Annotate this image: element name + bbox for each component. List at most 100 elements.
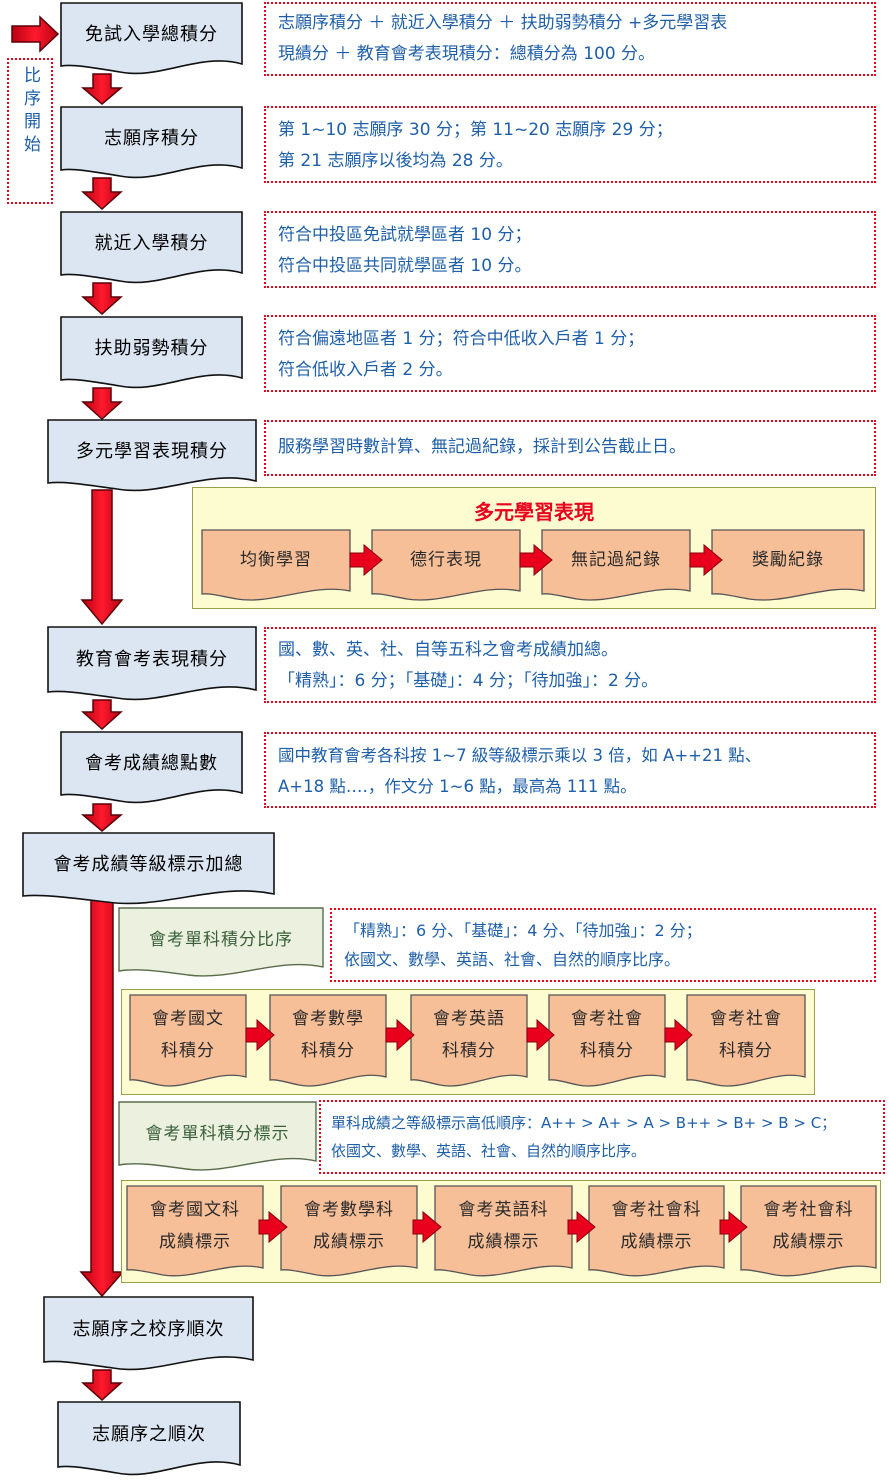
note-exam-score: 國、數、英、社、自等五科之會考成績加總。 「精熟」：6 分；「基礎」：4 分；「… (264, 627, 876, 703)
grade-item-math: 會考數學科成績標示 (281, 1193, 417, 1259)
grade-item-line: 會考數學科 (304, 1200, 394, 1220)
step-label: 志願序積分 (104, 128, 199, 149)
note-line: 服務學習時數計算、無記過紀錄，採計到公告截止日。 (278, 437, 686, 457)
step-choice-order[interactable]: 志願序之順次 (57, 1401, 241, 1477)
diverse-item-balanced: 均衡學習 (240, 550, 312, 570)
single-grade-label-shape (118, 1101, 317, 1171)
single-grade-label: 會考單科積分標示 (145, 1123, 290, 1144)
step-shape (60, 731, 243, 804)
start-label-text: 比序開始 (20, 66, 40, 158)
score-item-math: 會考數學科積分 (270, 1002, 386, 1068)
step-exam-points[interactable]: 會考成績總點數 (60, 731, 243, 805)
step-label: 免試入學總積分 (85, 24, 218, 45)
grade-item-shape (588, 1185, 725, 1277)
step-label: 志願序之順次 (92, 1424, 206, 1445)
note-line: 「精熟」：6 分、「基礎」：4 分、「待加強」：2 分； (344, 921, 702, 940)
score-item-line: 科積分 (161, 1041, 215, 1061)
small-right-arrow (519, 543, 553, 577)
step-label: 教育會考表現積分 (76, 649, 228, 670)
diverse-item-no-demerit: 無記過紀錄 (571, 550, 661, 570)
score-item-line: 科積分 (719, 1041, 773, 1061)
note-line: 符合低收入戶者 2 分。 (278, 360, 453, 380)
grade-item-social-2: 會考社會科成績標示 (741, 1193, 876, 1259)
note-line: 國中教育會考各科按 1~7 級等級標示乘以 3 倍，如 A++21 點、 (278, 746, 762, 765)
score-item-line: 會考國文 (152, 1009, 224, 1029)
step-label: 會考成績等級標示加總 (53, 854, 244, 875)
note-line: 符合偏遠地區者 1 分；符合中低收入戶者 1 分； (278, 329, 645, 349)
grade-item-chinese: 會考國文科成績標示 (127, 1193, 263, 1259)
diverse-item-conduct: 德行表現 (410, 550, 482, 570)
step-nearby-score[interactable]: 就近入學積分 (60, 211, 243, 285)
single-score-items-svg (129, 994, 806, 1087)
start-arrow (11, 15, 60, 53)
single-grade-items-svg (126, 1185, 877, 1277)
step-label: 會考成績總點數 (85, 753, 218, 774)
score-item-shape (548, 994, 666, 1087)
step-label: 就近入學積分 (94, 233, 209, 254)
step-exam-score[interactable]: 教育會考表現積分 (47, 626, 257, 702)
start-vertical-label: 比序開始 (7, 58, 53, 204)
small-right-arrow (719, 1210, 748, 1244)
small-right-arrow (689, 543, 723, 577)
down-arrow (80, 73, 124, 105)
down-arrow (81, 1369, 123, 1402)
score-item-line: 科積分 (301, 1041, 355, 1061)
note-diverse-score: 服務學習時數計算、無記過紀錄，採計到公告截止日。 (264, 420, 876, 476)
note-line: 依國文、數學、英語、社會、自然的順序比序。 (344, 950, 681, 969)
down-arrow (81, 699, 123, 731)
note-assist-score: 符合偏遠地區者 1 分；符合中低收入戶者 1 分； 符合低收入戶者 2 分。 (264, 315, 876, 392)
grade-item-line: 會考社會科 (763, 1200, 854, 1220)
small-right-arrow (385, 1018, 415, 1052)
step-shape (57, 1401, 241, 1476)
note-line: 志願序積分 ＋ 就近入學積分 ＋ 扶助弱勢積分 +多元學習表 (278, 13, 728, 33)
score-item-shape (129, 994, 247, 1087)
step-label: 志願序之校序順次 (72, 1319, 225, 1340)
grade-item-line: 成績標示 (467, 1232, 540, 1252)
diverse-item-awards: 獎勵紀錄 (752, 550, 824, 570)
grade-item-line: 會考國文科 (150, 1200, 240, 1220)
step-shape (60, 106, 243, 179)
score-item-chinese: 會考國文科積分 (130, 1002, 246, 1068)
score-item-shape (410, 994, 528, 1087)
single-score-label: 會考單科積分比序 (149, 929, 293, 950)
down-arrow (80, 803, 124, 832)
note-choice-score: 第 1~10 志願序 30 分；第 11~20 志願序 29 分； 第 21 志… (264, 106, 876, 183)
score-item-social: 會考社會科積分 (549, 1002, 665, 1068)
step-shape (47, 419, 257, 492)
grade-item-line: 成績標示 (159, 1232, 231, 1252)
step-choice-score[interactable]: 志願序積分 (60, 106, 243, 180)
score-item-line: 會考數學 (292, 1009, 364, 1029)
grade-item-line: 成績標示 (313, 1232, 385, 1252)
note-line: 依國文、數學、英語、社會、自然的順序比序。 (331, 1142, 647, 1160)
score-item-line: 會考英語 (433, 1009, 505, 1029)
step-diverse-score[interactable]: 多元學習表現積分 (47, 419, 257, 493)
score-item-english: 會考英語科積分 (411, 1002, 527, 1068)
down-arrow (81, 282, 123, 316)
single-score-label-shape (118, 907, 324, 977)
step-total-score[interactable]: 免試入學總積分 (60, 2, 243, 76)
long-down-arrow (80, 489, 124, 626)
note-exam-points: 國中教育會考各科按 1~7 級等級標示乘以 3 倍，如 A++21 點、 A+1… (264, 732, 876, 808)
grade-item-social: 會考社會科成績標示 (589, 1193, 724, 1259)
grade-item-shape (740, 1185, 877, 1277)
note-single-score: 「精熟」：6 分、「基礎」：4 分、「待加強」：2 分； 依國文、數學、英語、社… (330, 908, 876, 982)
diverse-item-shape (371, 529, 521, 601)
small-right-arrow (349, 543, 383, 577)
small-right-arrow (412, 1210, 442, 1244)
step-label: 扶助弱勢積分 (94, 338, 209, 359)
score-item-line: 科積分 (580, 1041, 634, 1061)
small-right-arrow (567, 1210, 596, 1244)
step-assist-score[interactable]: 扶助弱勢積分 (60, 316, 243, 390)
step-grade-sum[interactable]: 會考成績等級標示加總 (22, 832, 275, 906)
note-line: 「精熟」：6 分；「基礎」：4 分；「待加強」：2 分。 (278, 671, 659, 691)
step-label: 多元學習表現積分 (76, 441, 228, 462)
step-school-order[interactable]: 志願序之校序順次 (43, 1296, 254, 1372)
grade-item-shape (434, 1185, 573, 1277)
note-total-score: 志願序積分 ＋ 就近入學積分 ＋ 扶助弱勢積分 +多元學習表 現績分 ＋ 教育會… (264, 2, 876, 76)
note-line: 現績分 ＋ 教育會考表現積分：總積分為 100 分。 (278, 44, 656, 64)
grade-item-shape (280, 1185, 418, 1277)
grade-item-line: 成績標示 (620, 1232, 693, 1252)
step-shape (43, 1296, 254, 1371)
note-single-grade: 單科成績之等級標示高低順序：A++ > A+ > A > B++ > B+ > … (319, 1100, 885, 1174)
